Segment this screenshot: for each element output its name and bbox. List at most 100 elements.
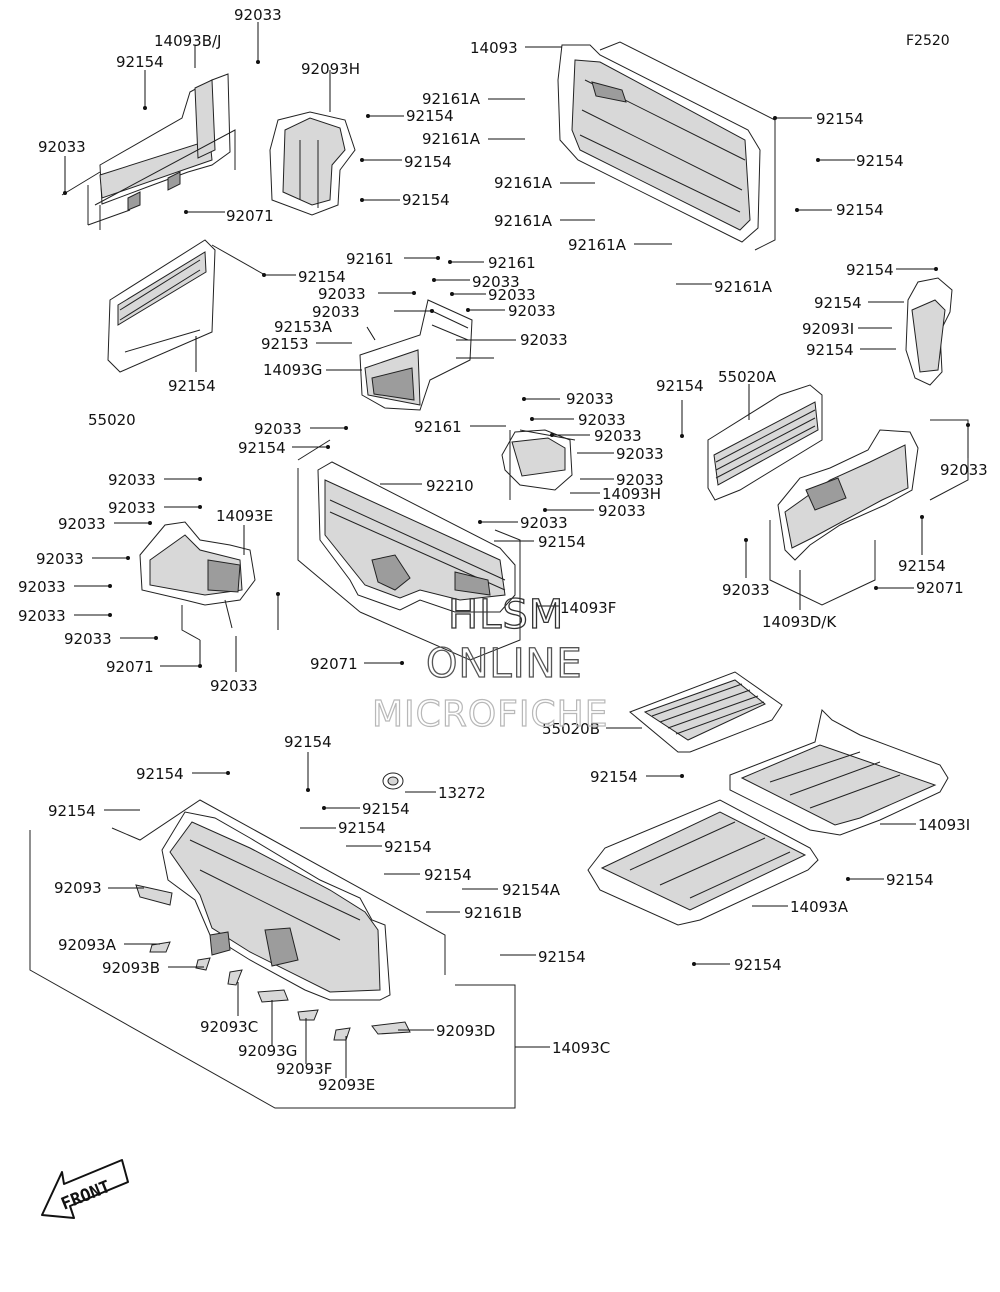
- label-55020: 55020: [88, 411, 136, 429]
- part-92210: [317, 461, 516, 613]
- label-14093c: 14093C: [552, 1039, 610, 1057]
- label-14093e: 14093E: [216, 507, 273, 525]
- label-14093h: 14093H: [602, 485, 661, 503]
- label-92153a: 92153A: [274, 318, 333, 336]
- label-92071: 92071: [106, 658, 154, 676]
- label-92154: 92154: [590, 768, 638, 786]
- label-92161: 92161: [488, 254, 536, 272]
- watermark-line-3: MICROFICHE: [372, 694, 608, 735]
- label-92154: 92154: [806, 341, 854, 359]
- label-92154: 92154: [816, 110, 864, 128]
- label-92154: 92154: [48, 802, 96, 820]
- label-92154: 92154: [338, 819, 386, 837]
- leader-dots: [63, 60, 970, 966]
- label-92033: 92033: [64, 630, 112, 648]
- part-14093i: [729, 708, 949, 836]
- leader-lines: [64, 22, 969, 1078]
- label-92154: 92154: [168, 377, 216, 395]
- label-92161: 92161: [346, 250, 394, 268]
- label-14093dk: 14093D/K: [762, 613, 837, 631]
- label-92154: 92154: [402, 191, 450, 209]
- label-92154: 92154: [814, 294, 862, 312]
- part-labels: 92033 14093B/J 92154 92033 92093H 92154 …: [18, 6, 988, 1094]
- label-92093: 92093: [54, 879, 102, 897]
- label-92161a: 92161A: [714, 278, 773, 296]
- label-92033: 92033: [616, 471, 664, 489]
- label-92161a: 92161A: [568, 236, 627, 254]
- part-14093a: [587, 799, 819, 926]
- part-14093c: [161, 811, 391, 1001]
- label-92093d: 92093D: [436, 1022, 495, 1040]
- label-92093a: 92093A: [58, 936, 117, 954]
- label-55020a: 55020A: [718, 368, 777, 386]
- label-92093f: 92093F: [276, 1060, 332, 1078]
- part-55020b: [629, 671, 783, 753]
- figure-id: F2520: [906, 33, 950, 49]
- label-92154: 92154: [406, 107, 454, 125]
- label-92161: 92161: [414, 418, 462, 436]
- label-92210: 92210: [426, 477, 474, 495]
- label-92033: 92033: [254, 420, 302, 438]
- label-92093c: 92093C: [200, 1018, 258, 1036]
- part-14093dk: [777, 429, 919, 561]
- label-92033: 92033: [520, 331, 568, 349]
- part-trim-pieces: [135, 884, 411, 1041]
- part-14093g: [359, 299, 473, 411]
- label-92093h: 92093H: [301, 60, 360, 78]
- label-92033: 92033: [508, 302, 556, 320]
- label-92154: 92154: [362, 800, 410, 818]
- front-arrow-icon: FRONT: [41, 1159, 129, 1219]
- label-92071: 92071: [226, 207, 274, 225]
- part-92093h: [269, 111, 356, 216]
- label-92154a: 92154A: [502, 881, 561, 899]
- label-92033: 92033: [210, 677, 258, 695]
- label-92071: 92071: [310, 655, 358, 673]
- label-92154: 92154: [886, 871, 934, 889]
- part-14093bj: [87, 73, 231, 230]
- part-14093: [557, 44, 761, 243]
- label-92033: 92033: [578, 411, 626, 429]
- label-14093: 14093: [470, 39, 518, 57]
- label-92153: 92153: [261, 335, 309, 353]
- label-92033: 92033: [940, 461, 988, 479]
- label-92033: 92033: [318, 285, 366, 303]
- label-92161a: 92161A: [494, 174, 553, 192]
- label-92033: 92033: [18, 578, 66, 596]
- label-92093i: 92093I: [802, 320, 854, 338]
- label-92154: 92154: [846, 261, 894, 279]
- label-92033: 92033: [108, 499, 156, 517]
- label-92154: 92154: [538, 948, 586, 966]
- label-14093i: 14093I: [918, 816, 970, 834]
- label-92161a: 92161A: [422, 130, 481, 148]
- label-14093g: 14093G: [263, 361, 322, 379]
- label-92154: 92154: [238, 439, 286, 457]
- label-92033: 92033: [472, 273, 520, 291]
- label-92071: 92071: [916, 579, 964, 597]
- label-92154: 92154: [856, 152, 904, 170]
- part-14093e: [139, 521, 256, 606]
- label-14093a: 14093A: [790, 898, 849, 916]
- label-13272: 13272: [438, 784, 486, 802]
- label-14093f: 14093F: [560, 599, 616, 617]
- label-92033: 92033: [108, 471, 156, 489]
- part-14093h: [501, 429, 573, 491]
- label-55020b: 55020B: [542, 720, 600, 738]
- part-55020a: [707, 384, 823, 501]
- part-55020: [107, 239, 216, 373]
- label-92154: 92154: [734, 956, 782, 974]
- watermark-line-1: HLSM: [448, 592, 564, 638]
- label-92154: 92154: [656, 377, 704, 395]
- label-92154: 92154: [298, 268, 346, 286]
- label-92033: 92033: [520, 514, 568, 532]
- label-92033: 92033: [488, 286, 536, 304]
- part-shapes: [87, 44, 953, 1041]
- label-92154: 92154: [538, 533, 586, 551]
- label-92093g: 92093G: [238, 1042, 297, 1060]
- label-92161b: 92161B: [464, 904, 522, 922]
- label-92033: 92033: [58, 515, 106, 533]
- label-92033: 92033: [36, 550, 84, 568]
- label-92161a: 92161A: [494, 212, 553, 230]
- label-92093b: 92093B: [102, 959, 160, 977]
- watermark: HLSM ONLINE MICROFICHE: [371, 591, 608, 735]
